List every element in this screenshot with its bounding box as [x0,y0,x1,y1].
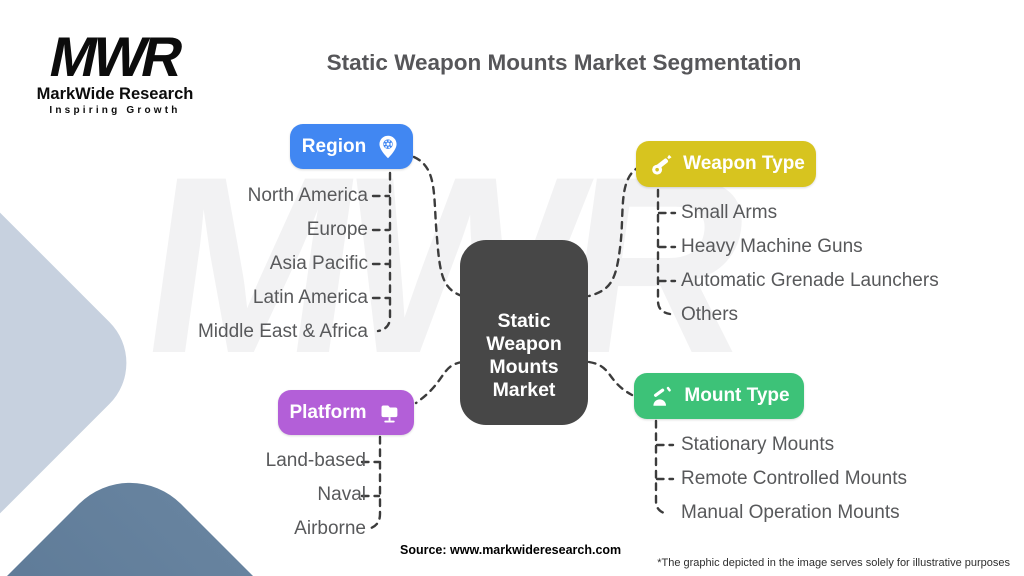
logo-tagline: Inspiring Growth [49,105,181,117]
list-item-region: Asia Pacific [269,253,368,274]
logo-name: MarkWide Research [36,85,194,104]
folder-stand-icon [376,399,403,426]
region-items: North America Europe Asia Pacific Latin … [120,179,368,349]
list-item-weapon-type: Automatic Grenade Launchers [681,270,939,291]
center-line: Mounts [489,356,559,378]
center-line: Static [497,310,551,332]
list-item-weapon-type: Others [681,304,739,325]
branch-node-weapon-type: Weapon Type [636,141,816,187]
list-item-region: Middle East & Africa [197,321,368,342]
list-item-platform: Land-based [265,450,366,471]
branch-label-weapon-type: Weapon Type [683,153,805,174]
list-item-platform: Naval [317,484,366,505]
list-item-mount-type: Manual Operation Mounts [681,502,900,523]
branch-node-mount-type: Mount Type [634,373,804,419]
list-item-platform: Airborne [294,518,366,539]
list-item-region: Europe [306,219,368,240]
branch-node-platform: Platform [278,390,414,435]
list-item-region: Latin America [252,287,368,308]
list-item-weapon-type: Small Arms [681,202,778,223]
list-item-mount-type: Remote Controlled Mounts [681,468,907,489]
branch-label-mount-type: Mount Type [684,385,790,406]
branch-label-region: Region [301,135,367,157]
list-item-region: North America [247,185,368,206]
central-node-static-weapon-mounts-market: Static Weapon Mounts Market [460,240,588,425]
center-line: Weapon [486,333,562,355]
map-pin-gear-icon [375,134,401,160]
spine-platform [366,435,382,531]
cannon-icon [647,151,674,178]
list-item-weapon-type: Heavy Machine Guns [681,236,863,257]
spine-mount [654,419,670,516]
branch-node-region: Region [290,124,413,169]
branch-label-platform: Platform [289,401,367,423]
turret-icon [648,383,675,410]
page-title: Static Weapon Mounts Market Segmentation [326,50,802,75]
source-text: Source: www.markwideresearch.com [400,543,622,557]
markwide-logo: MWR MarkWide Research Inspiring Growth [30,25,200,117]
list-item-mount-type: Stationary Mounts [681,434,835,455]
platform-items: Land-based Naval Airborne [160,444,366,546]
disclaimer-text: *The graphic depicted in the image serve… [657,557,1010,569]
weapon-type-items: Small Arms Heavy Machine Guns Automatic … [681,196,939,332]
mount-type-items: Stationary Mounts Remote Controlled Moun… [681,428,907,530]
logo-acronym: MWR [44,25,186,88]
center-line: Market [492,379,556,401]
